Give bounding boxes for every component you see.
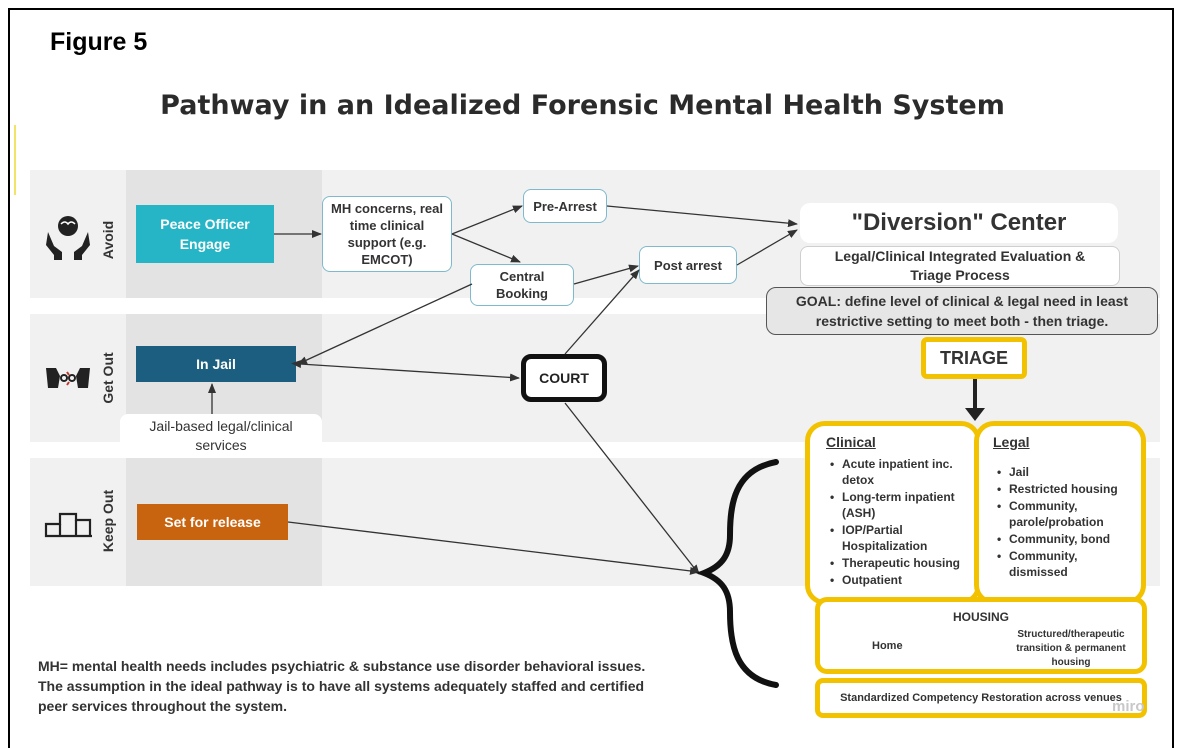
arrow-triage-head: [965, 408, 985, 421]
housing-structured: Structured/therapeutic transition & perm…: [1016, 629, 1126, 668]
pre-arrest-box: Pre-Arrest: [523, 189, 607, 223]
diagram-title: Pathway in an Idealized Forensic Mental …: [160, 90, 1005, 121]
legal-box: Legal Jail Restricted housing Community,…: [974, 421, 1146, 605]
hands-brain-icon: [46, 216, 90, 260]
legal-list: Jail Restricted housing Community, parol…: [993, 464, 1135, 580]
arrow-court-to-postarrest: [564, 269, 640, 355]
list-item: Restricted housing: [993, 481, 1135, 497]
curly-brace: [695, 459, 779, 688]
arrow-prearrest-to-diversion: [606, 205, 798, 228]
diversion-center-title: "Diversion" Center: [800, 203, 1118, 243]
watermark: miro: [1112, 698, 1145, 715]
list-item: IOP/Partial Hospitalization: [826, 522, 968, 554]
arrow-postarrest-to-diversion: [736, 229, 798, 266]
jail-services-box: Jail-based legal/clinical services: [120, 414, 322, 458]
list-item: Long-term inpatient (ASH): [826, 489, 968, 521]
podium-icon: [44, 512, 92, 538]
housing-home: Home: [872, 640, 903, 652]
footnote-line-2: The assumption in the ideal pathway is t…: [38, 678, 645, 694]
list-item: Therapeutic housing: [826, 555, 968, 571]
housing-box: HOUSING Home Structured/therapeutic tran…: [815, 597, 1147, 674]
list-item: Community, parole/probation: [993, 498, 1135, 530]
arrow-booking-to-jail: [297, 283, 473, 365]
figure-frame: [8, 8, 1174, 748]
peace-officer-engage-box: Peace Officer Engage: [136, 205, 274, 263]
competency-box: Standardized Competency Restoration acro…: [815, 678, 1147, 718]
central-booking-box: Central Booking: [470, 264, 574, 306]
in-jail-box: In Jail: [136, 346, 296, 382]
list-item: Outpatient: [826, 572, 968, 588]
arrow-mh-to-booking: [451, 233, 521, 263]
triage-box: TRIAGE: [921, 337, 1027, 379]
list-item: Community, bond: [993, 531, 1135, 547]
clinical-heading: Clinical: [826, 434, 876, 450]
figure-label: Figure 5: [50, 28, 148, 56]
list-item: Community, dismissed: [993, 548, 1135, 580]
post-arrest-box: Post arrest: [639, 246, 737, 284]
evaluation-box: Legal/Clinical Integrated Evaluation & T…: [800, 246, 1120, 286]
arrow-jail-court: [291, 360, 520, 382]
set-for-release-box: Set for release: [137, 504, 288, 540]
margin-mark: [14, 125, 16, 195]
court-box: COURT: [521, 354, 607, 402]
mh-concerns-box: MH concerns, real time clinical support …: [322, 196, 452, 272]
footnote-line-1: MH= mental health needs includes psychia…: [38, 658, 646, 674]
list-item: Jail: [993, 464, 1135, 480]
housing-heading: HOUSING: [952, 610, 1009, 624]
arrow-release-to-brace: [287, 521, 700, 575]
arrow-booking-to-postarrest: [573, 264, 639, 285]
footnote-line-3: peer services throughout the system.: [38, 698, 287, 714]
legal-heading: Legal: [993, 434, 1030, 450]
arrow-mh-to-prearrest: [451, 205, 523, 235]
broken-chain-hands-icon: [46, 368, 90, 388]
arrow-court-to-brace: [564, 402, 700, 575]
footnote: MH= mental health needs includes psychia…: [38, 656, 728, 716]
list-item: Acute inpatient inc. detox: [826, 456, 968, 488]
goal-box: GOAL: define level of clinical & legal n…: [766, 287, 1158, 335]
clinical-list: Acute inpatient inc. detox Long-term inp…: [826, 456, 968, 588]
